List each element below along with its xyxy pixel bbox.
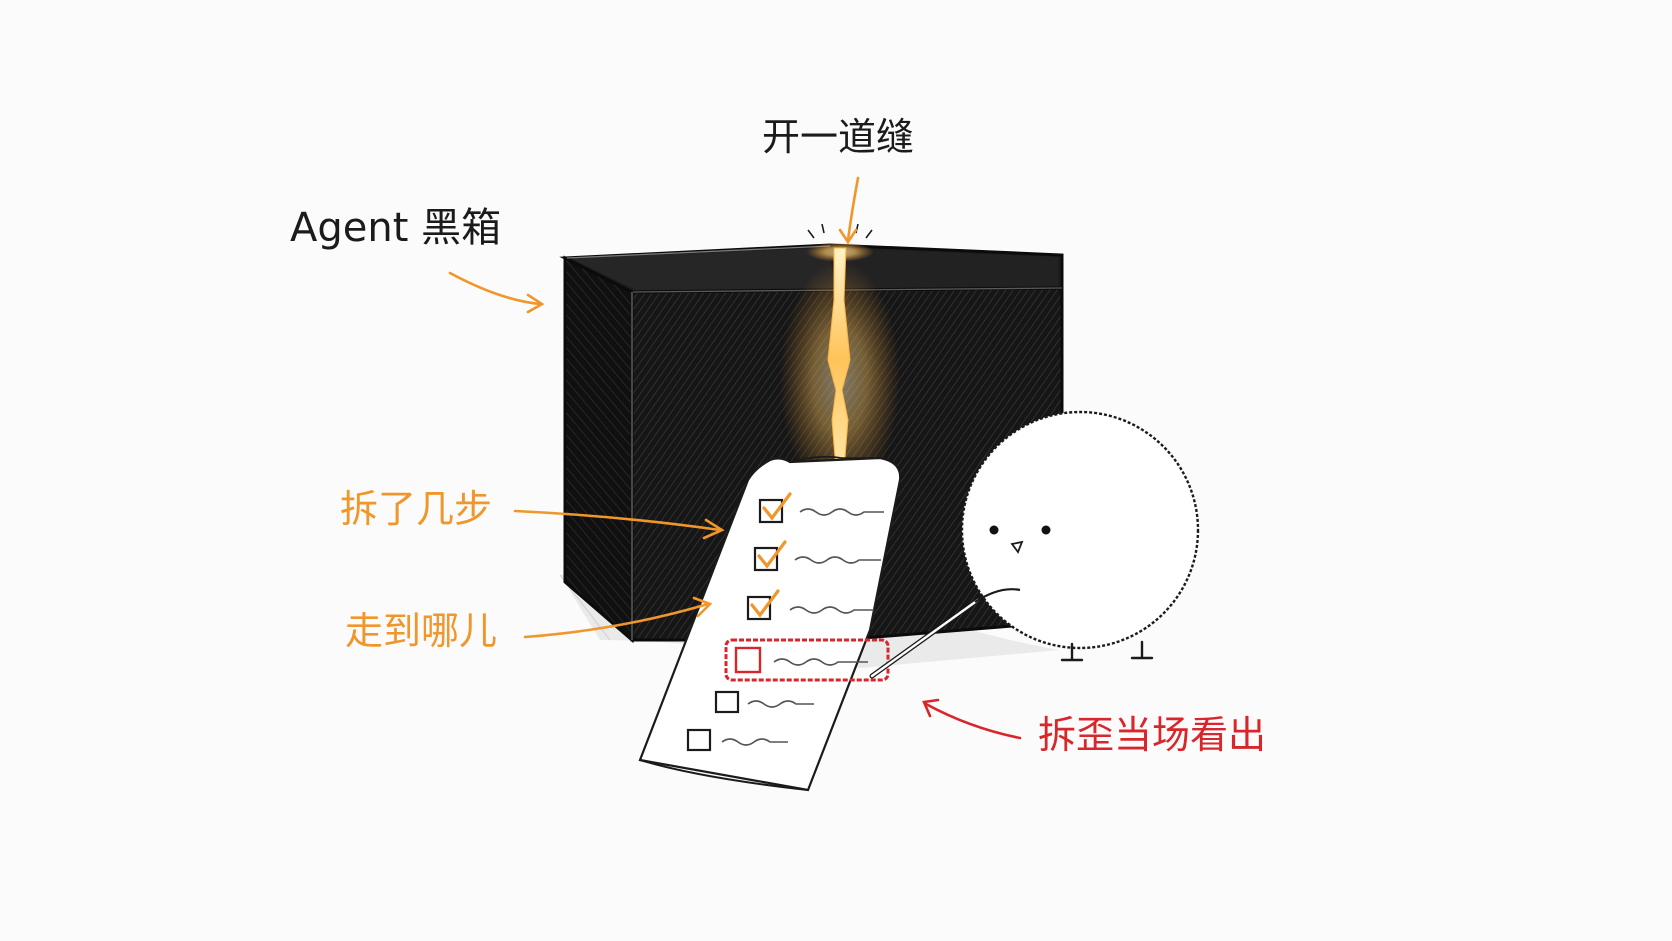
checkbox-icon (686, 728, 712, 752)
checkbox-icon (753, 546, 779, 572)
checklist-item (746, 589, 874, 621)
fluffy-character (869, 410, 1200, 679)
black-box (559, 243, 1064, 644)
checklist-paper (638, 455, 902, 792)
checklist-item-error (724, 638, 890, 682)
line-scribble (773, 658, 868, 666)
eye-icon (989, 525, 999, 535)
label-blackbox: Agent 黑箱 (290, 205, 502, 251)
label-progress: 走到哪儿 (345, 609, 498, 653)
label-spot-error: 拆歪当场看出 (1038, 713, 1267, 757)
fluffy-body (960, 410, 1200, 650)
line-scribble (794, 556, 881, 564)
checkbox-icon (714, 690, 740, 714)
checkbox-icon (734, 646, 762, 674)
eye-icon (1041, 525, 1051, 535)
label-steps: 拆了几步 (340, 487, 493, 531)
checkmark-icon (750, 589, 780, 618)
label-crack: 开一道缝 (762, 115, 915, 159)
checklist-item (714, 690, 814, 714)
arrow-progress (523, 602, 710, 639)
checklist-item (758, 492, 884, 524)
checkbox-icon (758, 498, 784, 524)
line-scribble (789, 606, 874, 614)
checklist-item (686, 728, 788, 752)
checkmark-icon (762, 492, 792, 521)
arrow-crack (846, 176, 860, 242)
line-scribble (721, 738, 788, 746)
arrow-spot-error (924, 702, 1022, 740)
annotation-arrows (448, 176, 1022, 740)
glowing-crack (780, 223, 900, 500)
arrow-blackbox (448, 271, 542, 306)
checklist-item (753, 540, 881, 572)
error-highlight (724, 638, 890, 682)
arrow-steps (513, 509, 722, 532)
beak-icon (1010, 540, 1024, 554)
line-scribble (799, 508, 884, 516)
checkmark-icon (757, 540, 787, 569)
checkbox-icon (746, 595, 772, 621)
checklist-items (686, 492, 890, 752)
line-scribble (747, 700, 814, 708)
